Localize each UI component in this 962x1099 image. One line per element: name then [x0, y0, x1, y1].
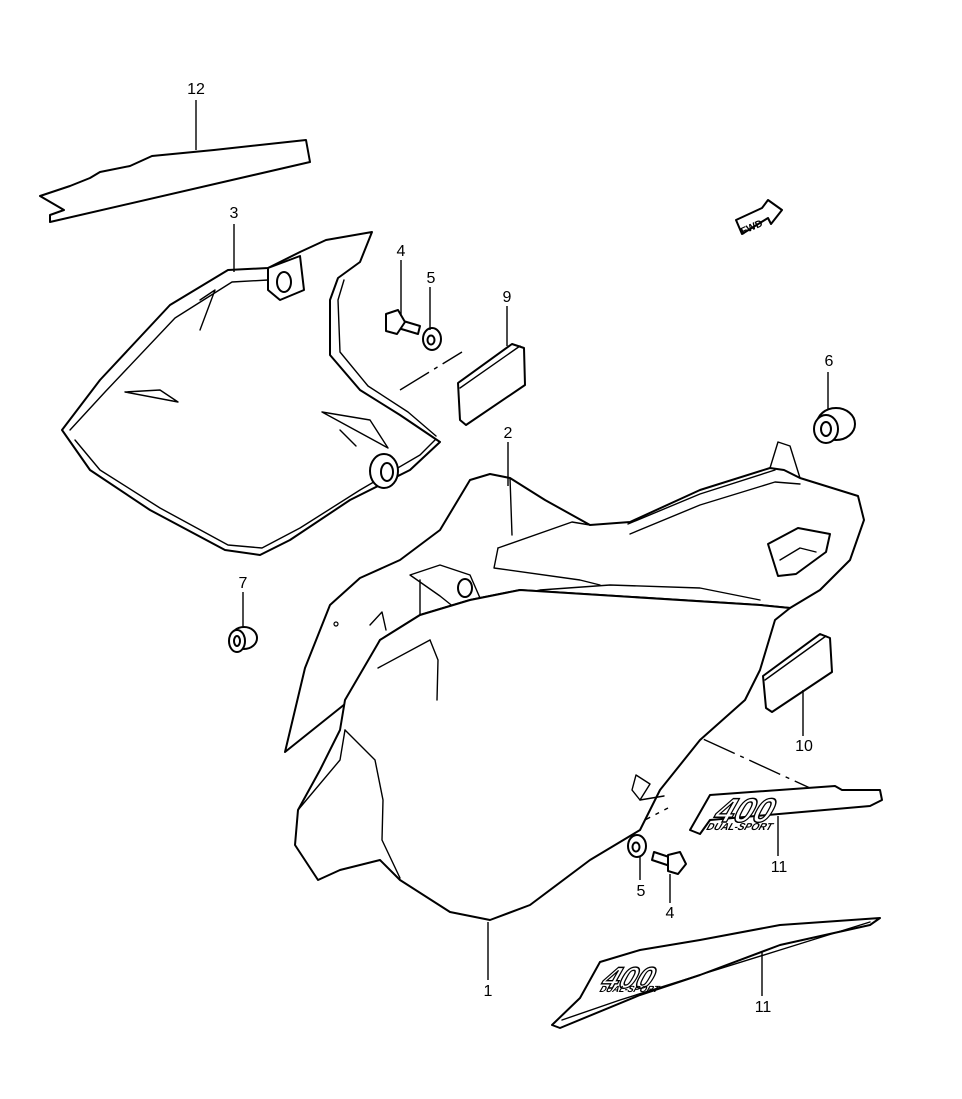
leader-lines: [195, 100, 829, 996]
part-4-bolt-lower[interactable]: [651, 851, 687, 875]
callout-3: 3: [230, 205, 239, 222]
part-10-decal-400[interactable]: 400 DUAL-SPORT: [689, 785, 883, 835]
part-2-frame-cover-right[interactable]: [284, 441, 865, 753]
callout-9: 10: [795, 738, 813, 755]
callout-6: 6: [825, 353, 834, 370]
callout-5-upper: 5: [427, 270, 436, 287]
callout-4-lower: 4: [666, 905, 675, 922]
callout-5-lower: 5: [637, 883, 646, 900]
callout-labels: 12 3 4 5 9 6 2 7 10 11 5 4 1 11: [187, 81, 833, 1016]
decal-11-big-text: 400: [597, 961, 660, 995]
part-6-grommet[interactable]: [813, 407, 856, 444]
part-9-cushion[interactable]: [762, 633, 833, 713]
part-5-washer-lower[interactable]: [627, 834, 647, 858]
callout-7: 7: [239, 575, 248, 592]
part-11-decal-stripe[interactable]: 400 DUAL-SPORT: [551, 917, 881, 1029]
callout-1: 1: [484, 983, 493, 1000]
callout-12: 12: [187, 81, 205, 98]
part-8-cushion[interactable]: [457, 343, 526, 426]
forward-arrow-badge: FWD: [735, 199, 783, 238]
callout-8: 9: [503, 289, 512, 306]
decal-11-small-text: DUAL-SPORT: [598, 984, 662, 994]
part-3-frame-cover-left[interactable]: [61, 231, 441, 556]
callout-2: 2: [504, 425, 513, 442]
part-4-bolt-upper[interactable]: [385, 309, 421, 335]
part-12-strip[interactable]: [39, 139, 311, 223]
part-7-grommet[interactable]: [228, 626, 258, 653]
part-5-washer-upper[interactable]: [422, 327, 442, 351]
part-1-side-cover[interactable]: [294, 589, 791, 921]
callout-11: 11: [755, 999, 772, 1016]
callout-4-upper: 4: [397, 243, 406, 260]
decal-10-small-text: DUAL-SPORT: [705, 822, 776, 833]
callout-10: 11: [771, 859, 788, 876]
